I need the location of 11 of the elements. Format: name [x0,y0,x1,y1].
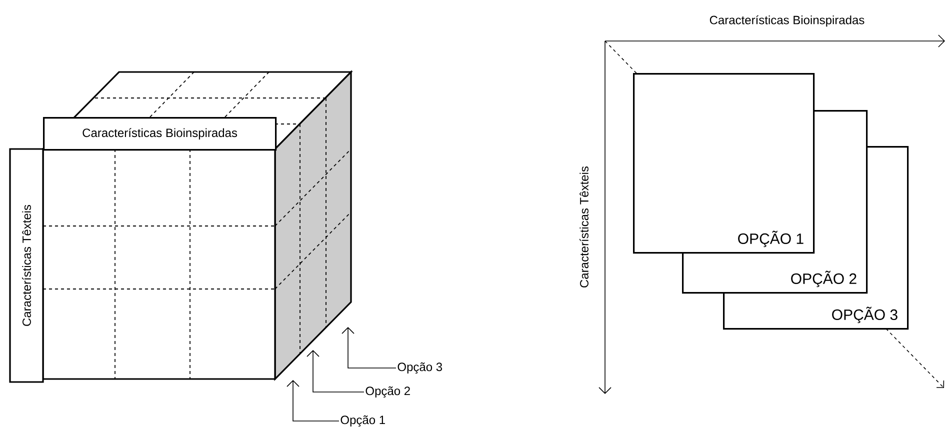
leader-arrow [306,350,364,392]
option-label: Opção 1 [340,415,385,427]
leader-arrow [342,327,396,368]
header-band: Características Bioinspiradas [43,117,277,151]
option-label: Opção 2 [366,386,410,398]
side-band: Características Têxteis [9,148,44,383]
option-label: Opção 3 [398,362,442,374]
leader-arrow [286,380,340,422]
axis-label: Características Têxteis [580,166,588,288]
axis-label: Características Bioinspiradas [710,15,864,27]
option-square: OPÇÃO 1 [633,73,815,254]
